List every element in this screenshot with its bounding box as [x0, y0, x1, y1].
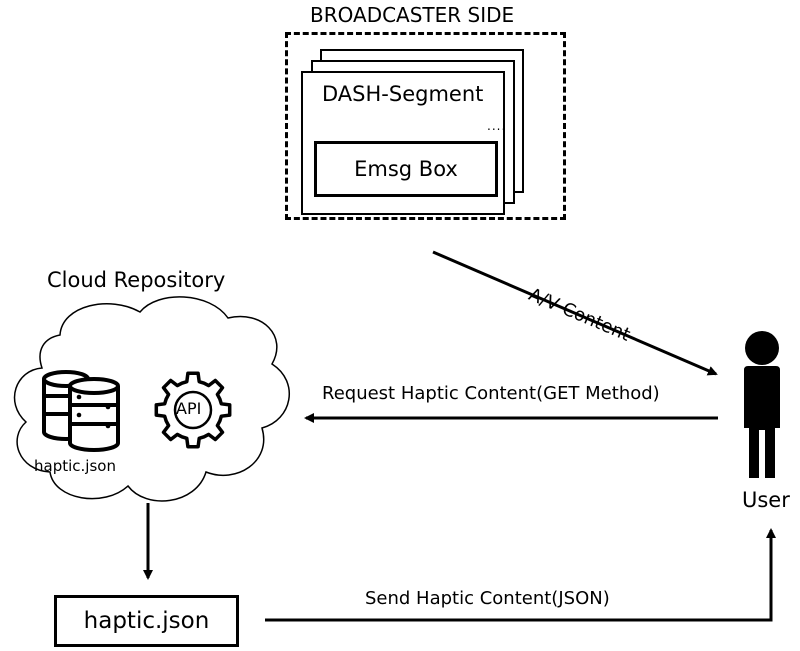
emsg-box: Emsg Box [314, 141, 498, 197]
api-label: API [176, 399, 202, 418]
send-haptic-arrow [265, 528, 776, 622]
haptic-json-box-label: haptic.json [83, 608, 210, 634]
database-label: haptic.json [34, 457, 116, 475]
send-haptic-label: Send Haptic Content(JSON) [365, 588, 610, 609]
dash-segment-label: DASH-Segment [322, 82, 484, 106]
emsg-box-label: Emsg Box [354, 157, 458, 181]
broadcaster-title: BROADCASTER SIDE [310, 3, 515, 27]
haptic-json-box: haptic.json [54, 595, 239, 647]
cloud-repository-title: Cloud Repository [47, 268, 226, 292]
user-icon [744, 331, 780, 478]
request-haptic-label: Request Haptic Content(GET Method) [322, 383, 660, 404]
database-icon [42, 370, 120, 452]
broadcaster-frame [285, 32, 566, 220]
segment-ellipsis: .... [487, 119, 507, 133]
user-label: User [742, 488, 790, 512]
av-content-arrow [432, 250, 718, 376]
api-gear-icon [154, 371, 232, 449]
